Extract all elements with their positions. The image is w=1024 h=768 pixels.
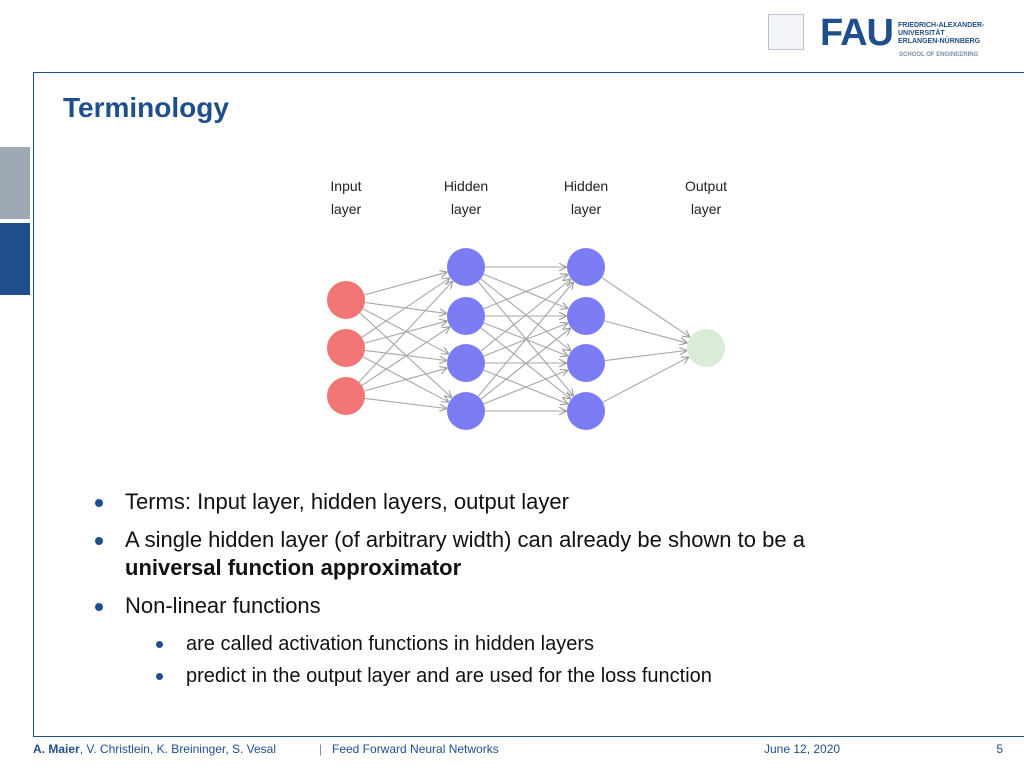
subbullet-activation: are called activation functions in hidde…	[156, 630, 975, 658]
hidden-1-node-1	[447, 248, 485, 286]
school-name: SCHOOL OF ENGINEERING	[899, 52, 979, 58]
university-name: FRIEDRICH-ALEXANDER- UNIVERSITÄT ERLANGE…	[898, 22, 984, 46]
edge-hidden-1-3-to-hidden-2-0	[477, 282, 573, 397]
edge-hidden-1-2-to-hidden-2-0	[480, 280, 571, 352]
layer-label-hidden-1-line-2: layer	[451, 201, 482, 217]
hidden-1-node-3	[447, 344, 485, 382]
footer-separator: |	[319, 742, 323, 756]
university-line-1: FRIEDRICH-ALEXANDER-	[898, 22, 985, 29]
footer: A. Maier, V. Christlein, K. Breininger, …	[33, 742, 1003, 762]
side-progress-block-upper	[0, 147, 30, 219]
footer-coauthors: , V. Christlein, K. Breininger, S. Vesal	[79, 742, 277, 756]
side-progress-block-lower	[0, 223, 30, 295]
frame-top-rule	[33, 72, 1024, 73]
input-node-1	[327, 281, 365, 319]
bullet-universal-approximator: A single hidden layer (of arbitrary widt…	[95, 526, 975, 582]
edge-input-2-to-hidden-1-3	[364, 397, 446, 408]
subbullet-loss: predict in the output layer and are used…	[156, 662, 975, 690]
input-node-2	[327, 329, 365, 367]
layer-label-input-line-2: layer	[331, 201, 362, 217]
layer-label-input-line-1: Input	[330, 178, 361, 194]
input-node-3	[327, 377, 365, 415]
university-line-3: ERLANGEN-NÜRNBERG	[898, 38, 981, 45]
edge-input-2-to-hidden-1-1	[361, 327, 450, 386]
footer-date: June 12, 2020	[764, 742, 841, 756]
edge-hidden-2-0-to-output-0	[601, 277, 690, 337]
footer-authors: A. Maier, V. Christlein, K. Breininger, …	[33, 742, 276, 756]
edge-input-2-to-hidden-1-0	[358, 282, 453, 383]
layer-label-hidden-2-line-1: Hidden	[564, 178, 608, 194]
frame-bottom-rule	[33, 736, 1024, 737]
layer-label-hidden-2-line-2: layer	[571, 201, 602, 217]
edge-input-2-to-hidden-1-2	[364, 368, 446, 392]
fau-wordmark: FAU	[820, 12, 894, 54]
slide-title: Terminology	[63, 92, 229, 123]
hidden-2-node-4	[567, 392, 605, 430]
bullet-terms: Terms: Input layer, hidden layers, outpu…	[95, 488, 975, 516]
layer-label-output-line-1: Output	[685, 178, 727, 194]
hidden-2-node-2	[567, 297, 605, 335]
bullet-universal-approximator-text: A single hidden layer (of arbitrary widt…	[125, 527, 805, 552]
footer-talk-title: Feed Forward Neural Networks	[332, 742, 499, 756]
edge-hidden-1-3-to-hidden-2-1	[480, 328, 570, 400]
hidden-1-node-4	[447, 392, 485, 430]
edge-hidden-2-2-to-output-0	[604, 351, 686, 362]
edge-hidden-2-1-to-output-0	[604, 320, 686, 343]
faculty-logo-icon	[768, 14, 804, 50]
neural-network-diagram: Input layer Hidden layer Hidden layer Output la…	[327, 178, 727, 430]
edge-input-1-to-hidden-1-0	[361, 278, 450, 338]
edge-hidden-2-3-to-output-0	[602, 357, 689, 403]
bullet-nonlinear: Non-linear functions	[95, 592, 975, 620]
edge-input-0-to-hidden-1-0	[364, 272, 446, 296]
footer-page-number: 5	[996, 742, 1003, 756]
bullet-list: Terms: Input layer, hidden layers, outpu…	[95, 488, 975, 694]
edge-hidden-1-1-to-hidden-2-0	[483, 275, 568, 310]
edge-input-1-to-hidden-1-2	[364, 349, 446, 360]
layer-label-output-line-2: layer	[691, 201, 722, 217]
footer-lead-author: A. Maier	[33, 742, 80, 756]
frame-left-rule	[33, 72, 34, 736]
hidden-2-node-1	[567, 248, 605, 286]
hidden-1-node-2	[447, 297, 485, 335]
edge-hidden-1-3-to-hidden-2-2	[483, 370, 568, 405]
hidden-2-node-3	[567, 344, 605, 382]
output-node-1	[687, 329, 725, 367]
layer-label-hidden-1-line-1: Hidden	[444, 178, 488, 194]
university-line-2: UNIVERSITÄT	[898, 30, 945, 37]
fau-logo: FAU FRIEDRICH-ALEXANDER- UNIVERSITÄT ERL…	[768, 12, 988, 62]
bullet-universal-approximator-bold: universal function approximator	[125, 555, 462, 580]
